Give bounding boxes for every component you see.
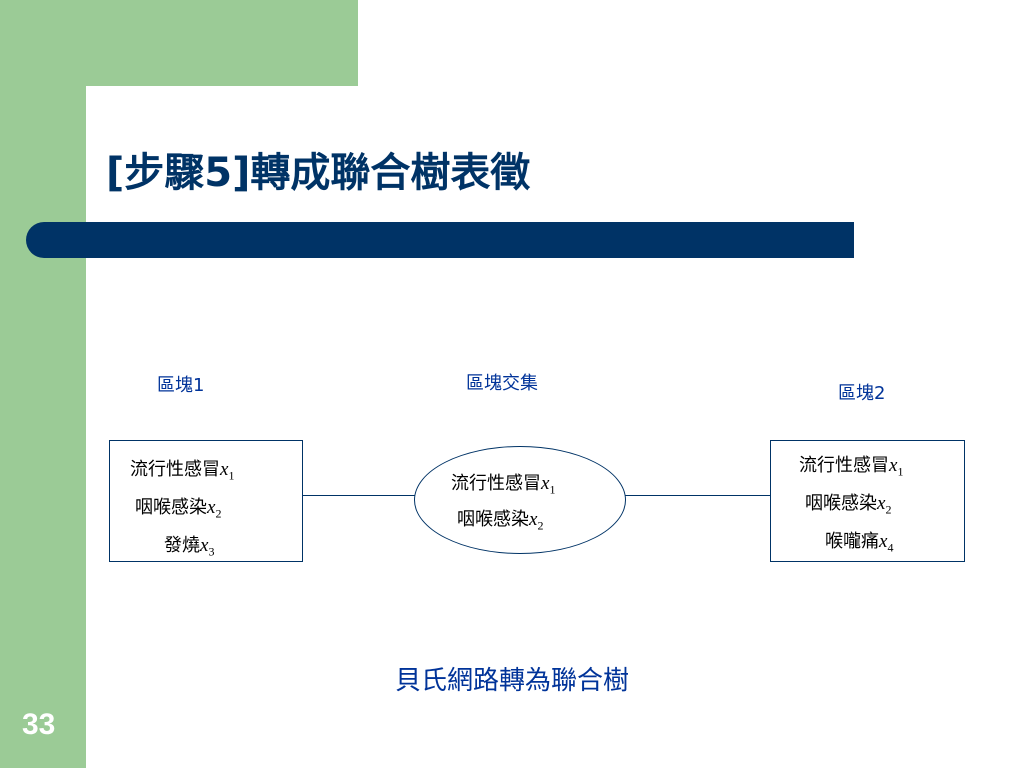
clique1-var-2: 咽喉感染x2	[135, 497, 222, 521]
slide-title: [步驟5]轉成聯合樹表徵	[106, 150, 531, 196]
slide-number: 33	[22, 708, 56, 741]
clique2-box: 流行性感冒x1 咽喉感染x2 喉嚨痛x4	[770, 440, 965, 562]
separator-label: 區塊交集	[466, 373, 538, 394]
clique2-var-2: 咽喉感染x2	[805, 493, 892, 517]
diagram-caption: 貝氏網路轉為聯合樹	[395, 666, 630, 696]
rounded-corner	[86, 86, 128, 128]
separator-var-1: 流行性感冒x1	[451, 473, 556, 497]
clique1-var-1: 流行性感冒x1	[130, 459, 235, 483]
separator-var-2: 咽喉感染x2	[457, 509, 544, 533]
green-side-bar	[0, 0, 86, 768]
edge-clique1-separator	[302, 495, 415, 496]
clique2-label: 區塊2	[838, 383, 886, 404]
clique2-var-1: 流行性感冒x1	[799, 455, 904, 479]
clique1-var-3: 發燒x3	[164, 535, 215, 559]
clique2-var-3: 喉嚨痛x4	[825, 531, 894, 555]
edge-separator-clique2	[625, 495, 770, 496]
title-underline-bar	[26, 222, 854, 258]
clique1-box: 流行性感冒x1 咽喉感染x2 發燒x3	[109, 440, 303, 562]
separator-ellipse: 流行性感冒x1 咽喉感染x2	[414, 446, 626, 554]
clique1-label: 區塊1	[157, 375, 205, 396]
green-top-bar	[0, 0, 358, 86]
